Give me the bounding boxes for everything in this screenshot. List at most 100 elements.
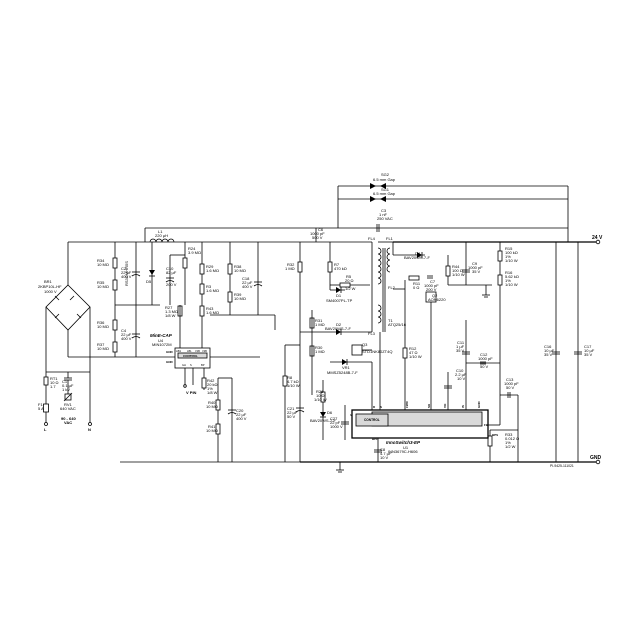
svg-text:200 V: 200 V [166, 282, 177, 287]
svg-text:C16: C16 [544, 344, 552, 349]
svg-text:S: S [380, 405, 382, 409]
svg-text:S: S [190, 363, 192, 367]
zener-vr1: VR1 MMSZ5248B-7-F [327, 359, 372, 375]
svg-text:GH: GH [182, 363, 186, 367]
gnd-terminal [595, 459, 601, 465]
svg-text:R41: R41 [208, 424, 216, 429]
svg-text:10 V: 10 V [380, 455, 389, 460]
svg-text:BPS: BPS [492, 433, 498, 437]
svg-text:1000 pF: 1000 pF [504, 381, 519, 386]
svg-text:D2: D2 [336, 322, 342, 327]
svg-text:RV1: RV1 [64, 402, 72, 407]
line-terminal [44, 422, 48, 426]
svg-text:GND: GND [166, 350, 174, 354]
svg-text:50 V: 50 V [506, 385, 515, 390]
svg-text:R11: R11 [413, 281, 421, 286]
svg-text:MMSZ5248B-7-F: MMSZ5248B-7-F [327, 370, 358, 375]
svg-text:1.3 MΩ: 1.3 MΩ [165, 309, 178, 314]
svg-text:400 V: 400 V [121, 274, 132, 279]
svg-text:V1B: V1B [195, 349, 200, 353]
svg-text:200 V: 200 V [426, 287, 437, 292]
svg-text:T1: T1 [388, 318, 393, 323]
svg-text:C17: C17 [584, 344, 592, 349]
svg-text:R24: R24 [188, 246, 196, 251]
svg-text:6.5 mm Gap: 6.5 mm Gap [373, 177, 396, 182]
main-rails [68, 185, 598, 463]
svg-text:FL1: FL1 [386, 236, 394, 241]
svg-text:V: V [350, 413, 352, 417]
innoswitch-u1: CONTROL FWD SR VO IS GND FB BPS BPP V D … [350, 332, 500, 454]
svg-text:C27: C27 [330, 416, 338, 421]
svg-text:6.5 mm Gap: 6.5 mm Gap [373, 191, 396, 196]
svg-text:SR: SR [427, 403, 431, 408]
svg-text:35 V: 35 V [544, 352, 553, 357]
svg-text:R37: R37 [97, 342, 105, 347]
fuse-f1 [43, 403, 49, 413]
svg-text:10 MΩ: 10 MΩ [206, 428, 218, 433]
vout-terminal [595, 239, 601, 245]
svg-text:1000 V: 1000 V [44, 289, 57, 294]
svg-text:20 kΩ: 20 kΩ [207, 382, 218, 387]
svg-text:VO: VO [443, 403, 447, 408]
svg-text:100 Ω: 100 Ω [452, 268, 463, 273]
spark-gaps: SG2 6.5 mm Gap SG1 6.5 mm Gap [370, 172, 396, 202]
svg-text:SG1: SG1 [381, 187, 390, 192]
svg-text:V2B: V2B [202, 349, 207, 353]
svg-text:5.62 kΩ: 5.62 kΩ [505, 274, 519, 279]
svg-text:FL4: FL4 [368, 236, 376, 241]
svg-text:1/10 W: 1/10 W [287, 383, 300, 388]
svg-text:FWD: FWD [405, 400, 409, 408]
svg-text:VR1: VR1 [342, 365, 351, 370]
svg-text:1.6 MΩ: 1.6 MΩ [206, 310, 219, 315]
svg-text:10 MΩ: 10 MΩ [234, 296, 246, 301]
svg-text:82 µF: 82 µF [166, 270, 177, 275]
svg-text:5 A: 5 A [38, 406, 44, 411]
svg-text:R5: R5 [346, 274, 352, 279]
svg-text:0 Ω: 0 Ω [413, 285, 419, 290]
svg-text:C1: C1 [62, 379, 68, 384]
svg-text:22 µF: 22 µF [236, 412, 247, 417]
svg-text:1000 pF: 1000 pF [424, 283, 439, 288]
svg-text:C7: C7 [430, 279, 436, 284]
svg-text:10 MΩ: 10 MΩ [97, 346, 109, 351]
svg-text:D6: D6 [327, 410, 333, 415]
svg-text:CONTROL: CONTROL [183, 354, 198, 358]
svg-text:10 MΩ: 10 MΩ [97, 284, 109, 289]
svg-text:C10: C10 [166, 266, 174, 271]
svg-text:1000 pF: 1000 pF [478, 356, 493, 361]
svg-text:R31: R31 [315, 318, 323, 323]
svg-text:BR1: BR1 [44, 279, 53, 284]
svg-text:SM4007PL-TP: SM4007PL-TP [326, 298, 353, 303]
svg-text:1%: 1% [505, 440, 511, 445]
svg-text:GND: GND [477, 401, 481, 409]
svg-text:C21: C21 [287, 406, 295, 411]
svg-text:1/2 W: 1/2 W [505, 444, 516, 449]
svg-text:R15: R15 [505, 246, 513, 251]
svg-text:F1: F1 [38, 402, 43, 407]
y-capacitor-c3: C3 1 nF 250 VAC [376, 208, 393, 232]
svg-text:C13: C13 [506, 377, 514, 382]
svg-text:VAC: VAC [64, 420, 72, 425]
svg-text:10 MΩ: 10 MΩ [97, 262, 109, 267]
svg-text:MinE-CAP: MinE-CAP [150, 333, 173, 338]
svg-text:500 V: 500 V [312, 235, 323, 240]
svg-text:RT1: RT1 [50, 376, 58, 381]
svg-text:10 µF: 10 µF [584, 348, 595, 353]
svg-text:BPP: BPP [372, 437, 378, 441]
vout-label: 24 V [592, 235, 603, 241]
svg-text:R7: R7 [334, 262, 340, 267]
svg-text:R40: R40 [208, 400, 216, 405]
svg-text:10 µF: 10 µF [544, 348, 555, 353]
svg-text:BAV20WS-7-F: BAV20WS-7-F [325, 326, 351, 331]
thermistor-rt1 [43, 376, 49, 386]
svg-text:1 µF: 1 µF [456, 344, 465, 349]
svg-text:1%: 1% [505, 278, 511, 283]
svg-text:1/8 W: 1/8 W [165, 313, 176, 318]
svg-text:FL2: FL2 [388, 285, 396, 290]
